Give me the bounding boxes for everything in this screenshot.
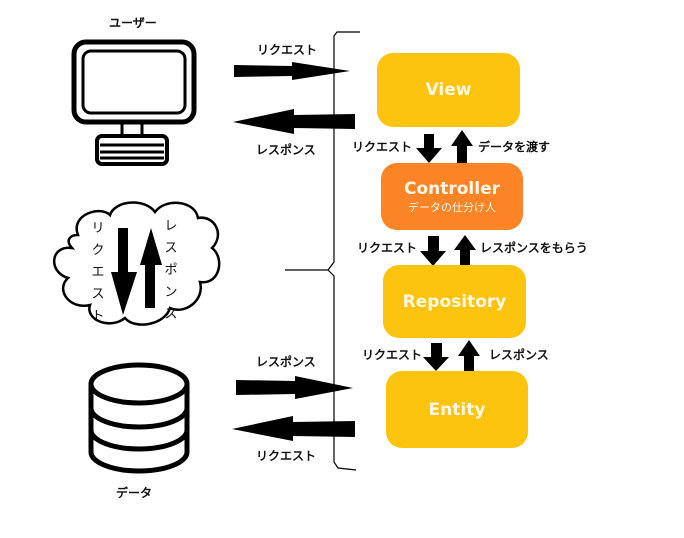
cloud-response-char: ス (164, 241, 178, 256)
controller-repository-down-label: リクエスト (357, 241, 418, 255)
entity-title: Entity (428, 399, 486, 420)
cloud-request-char: ト (91, 309, 105, 324)
cloud-response-char: ポ (164, 263, 178, 278)
system-bracket (327, 31, 360, 471)
cloud-response-char: ン (164, 285, 178, 300)
cloud-response-arrow (140, 228, 162, 308)
cloud-request-text: リ ク エ ス ト (91, 218, 105, 328)
controller-repository-up-label: レスポンスをもらう (480, 241, 588, 255)
repository-to-entity-arrow (423, 343, 449, 371)
computer-icon (71, 39, 197, 166)
controller-box: Controller データの仕分け人 (381, 163, 523, 230)
user-request-label: リクエスト (257, 43, 318, 57)
user-label: ユーザー (109, 16, 157, 30)
data-request-label: リクエスト (256, 449, 317, 463)
cloud-response-char: ス (164, 307, 178, 322)
cloud-request-char: エ (91, 265, 105, 280)
cloud-response-char: レ (164, 219, 178, 234)
entity-to-repository-arrow (458, 340, 480, 371)
repository-to-controller-arrow (454, 235, 476, 265)
data-response-label: レスポンス (256, 355, 316, 369)
repository-box: Repository (383, 265, 526, 338)
database-icon (88, 362, 190, 474)
cloud-request-char: ク (91, 243, 105, 258)
view-controller-up-label: データを渡す (478, 140, 551, 154)
network-cloud-icon (52, 201, 221, 326)
cloud-request-arrow (111, 228, 137, 315)
cloud-request-char: リ (91, 221, 105, 236)
repository-entity-down-label: リクエスト (362, 348, 423, 362)
view-controller-down-label: リクエスト (352, 140, 413, 154)
controller-to-repository-arrow (420, 236, 446, 266)
view-to-controller-arrow (416, 134, 442, 163)
user-response-label: レスポンス (256, 143, 316, 157)
controller-title: Controller (403, 178, 500, 199)
cloud-response-text: レ ス ポ ン ス (164, 216, 178, 326)
view-title: View (425, 80, 472, 100)
cloud-request-char: ス (91, 287, 105, 302)
data-label: データ (116, 486, 153, 500)
user-response-arrow (233, 109, 355, 134)
controller-to-view-arrow (451, 130, 473, 163)
repository-entity-up-label: レスポンス (489, 348, 549, 362)
data-request-arrow (232, 416, 355, 441)
user-request-arrow (234, 62, 350, 80)
data-response-arrow (236, 376, 353, 399)
controller-subtitle: データの仕分け人 (408, 200, 496, 214)
view-box: View (377, 53, 520, 127)
repository-title: Repository (402, 291, 507, 312)
entity-box: Entity (386, 371, 528, 448)
